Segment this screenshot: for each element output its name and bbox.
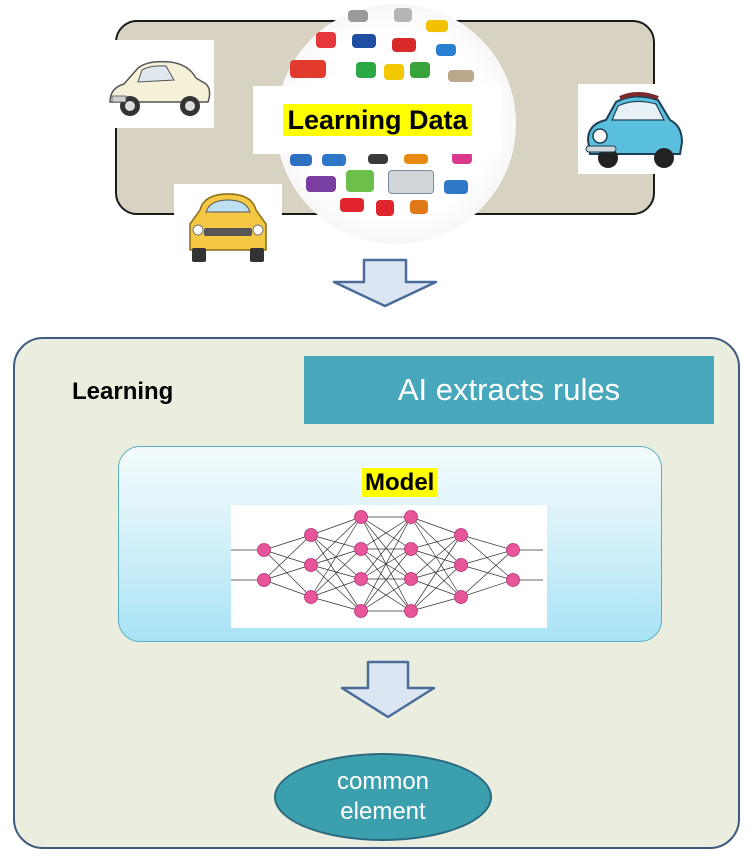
down-arrow-icon [338, 660, 438, 725]
nn-node [404, 510, 418, 524]
bus-icon [376, 200, 394, 216]
nn-node [404, 604, 418, 618]
nn-edge [360, 578, 412, 612]
nn-edge [310, 516, 362, 536]
down-arrow-icon [330, 258, 440, 313]
car-icon [410, 62, 430, 78]
nn-node [404, 542, 418, 556]
nn-edge [263, 534, 312, 581]
car-icon [356, 62, 376, 78]
nn-edge [460, 534, 514, 551]
car-icon [340, 198, 364, 212]
nn-edge [360, 516, 412, 550]
nn-edge [460, 549, 514, 598]
nn-node [404, 572, 418, 586]
nn-node [354, 510, 368, 524]
car-icon [410, 200, 428, 214]
nn-node [304, 528, 318, 542]
bus-icon [290, 60, 326, 78]
nn-node [454, 528, 468, 542]
nn-edge [310, 516, 362, 598]
nn-edge [263, 564, 312, 581]
car-icon [392, 38, 416, 52]
nn-edge [360, 548, 412, 612]
nn-edge [460, 579, 514, 598]
nn-node [257, 573, 271, 587]
car-icon [426, 20, 448, 32]
nn-edge [310, 564, 362, 580]
car-icon [306, 176, 336, 192]
nn-node [454, 590, 468, 604]
nn-edge [410, 534, 462, 550]
car-icon [316, 32, 336, 48]
nn-edge [410, 534, 462, 580]
model-label: Model [362, 468, 438, 497]
nn-node [506, 573, 520, 587]
learning-data-label: Learning Data [283, 104, 472, 136]
learning-label: Learning [72, 378, 174, 405]
nn-edge [410, 516, 462, 536]
blue-car-icon [585, 92, 684, 168]
neural-network-icon [231, 510, 543, 618]
camper-icon [346, 170, 374, 192]
nn-edge [460, 549, 514, 566]
nn-edge [410, 564, 462, 580]
nn-edge [360, 516, 412, 612]
common-element-line2: element [340, 798, 426, 825]
vehicle-collage [276, 4, 516, 244]
nn-edge [310, 596, 362, 612]
car-icon [452, 152, 472, 164]
nn-edge [263, 534, 312, 551]
nn-node [354, 542, 368, 556]
nn-edge [460, 564, 514, 581]
rules-banner: AI extracts rules [304, 356, 714, 424]
learning-data-card: Learning Data [253, 86, 502, 154]
truck-icon [290, 154, 312, 166]
car-icon [352, 34, 376, 48]
nn-edge [410, 596, 462, 612]
classic-car-icon [109, 60, 211, 116]
blue-car-photo [578, 84, 690, 174]
nn-edge [410, 534, 462, 612]
car-icon [368, 154, 388, 164]
car-icon [384, 64, 404, 80]
nn-edge [310, 516, 362, 566]
nn-node [454, 558, 468, 572]
nn-edge [360, 516, 412, 580]
nn-edge [410, 516, 462, 566]
nn-node [354, 604, 368, 618]
car-icon [436, 44, 456, 56]
nn-edge [263, 579, 312, 598]
car-icon [322, 154, 346, 166]
nn-edge [263, 549, 312, 598]
nn-node [304, 558, 318, 572]
classic-car-photo [104, 40, 214, 128]
nn-node [506, 543, 520, 557]
nn-node [304, 590, 318, 604]
nn-edge [310, 534, 362, 550]
truck-icon [388, 170, 434, 194]
yellow-car-icon [189, 193, 267, 262]
car-icon [404, 154, 428, 164]
car-icon [448, 70, 474, 82]
yellow-car-photo [174, 184, 282, 270]
car-icon [348, 10, 368, 22]
nn-node [354, 572, 368, 586]
nn-node [257, 543, 271, 557]
nn-edge [310, 548, 362, 598]
nn-edge [310, 578, 362, 598]
car-icon [444, 180, 468, 194]
neural-network-diagram [231, 505, 547, 628]
car-icon [394, 8, 412, 22]
nn-edge [410, 564, 462, 612]
common-element-line1: common [336, 768, 430, 795]
common-element-node: common element [274, 753, 492, 841]
